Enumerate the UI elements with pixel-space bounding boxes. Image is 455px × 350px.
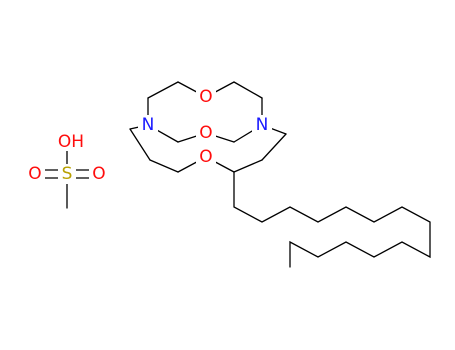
bond	[149, 159, 179, 173]
atom-o-sulfonyl-right: O	[92, 164, 105, 184]
atom-sulfur: S	[62, 164, 73, 184]
bond	[147, 81, 179, 99]
atom-o-middle: O	[199, 123, 212, 143]
atom-n-right: N	[256, 115, 269, 135]
alkyl-chain	[233, 171, 431, 268]
bond	[261, 133, 287, 161]
atom-hydroxyl: OH	[58, 132, 84, 152]
bond	[233, 159, 263, 173]
atom-o-top: O	[199, 87, 212, 107]
atom-o-lower: O	[199, 147, 212, 167]
atom-n-left: N	[142, 115, 155, 135]
bond	[233, 81, 263, 99]
atom-labels: N N O O O OH S O O	[25, 87, 272, 184]
bond	[129, 128, 151, 161]
atom-o-sulfonyl-left: O	[28, 164, 41, 184]
